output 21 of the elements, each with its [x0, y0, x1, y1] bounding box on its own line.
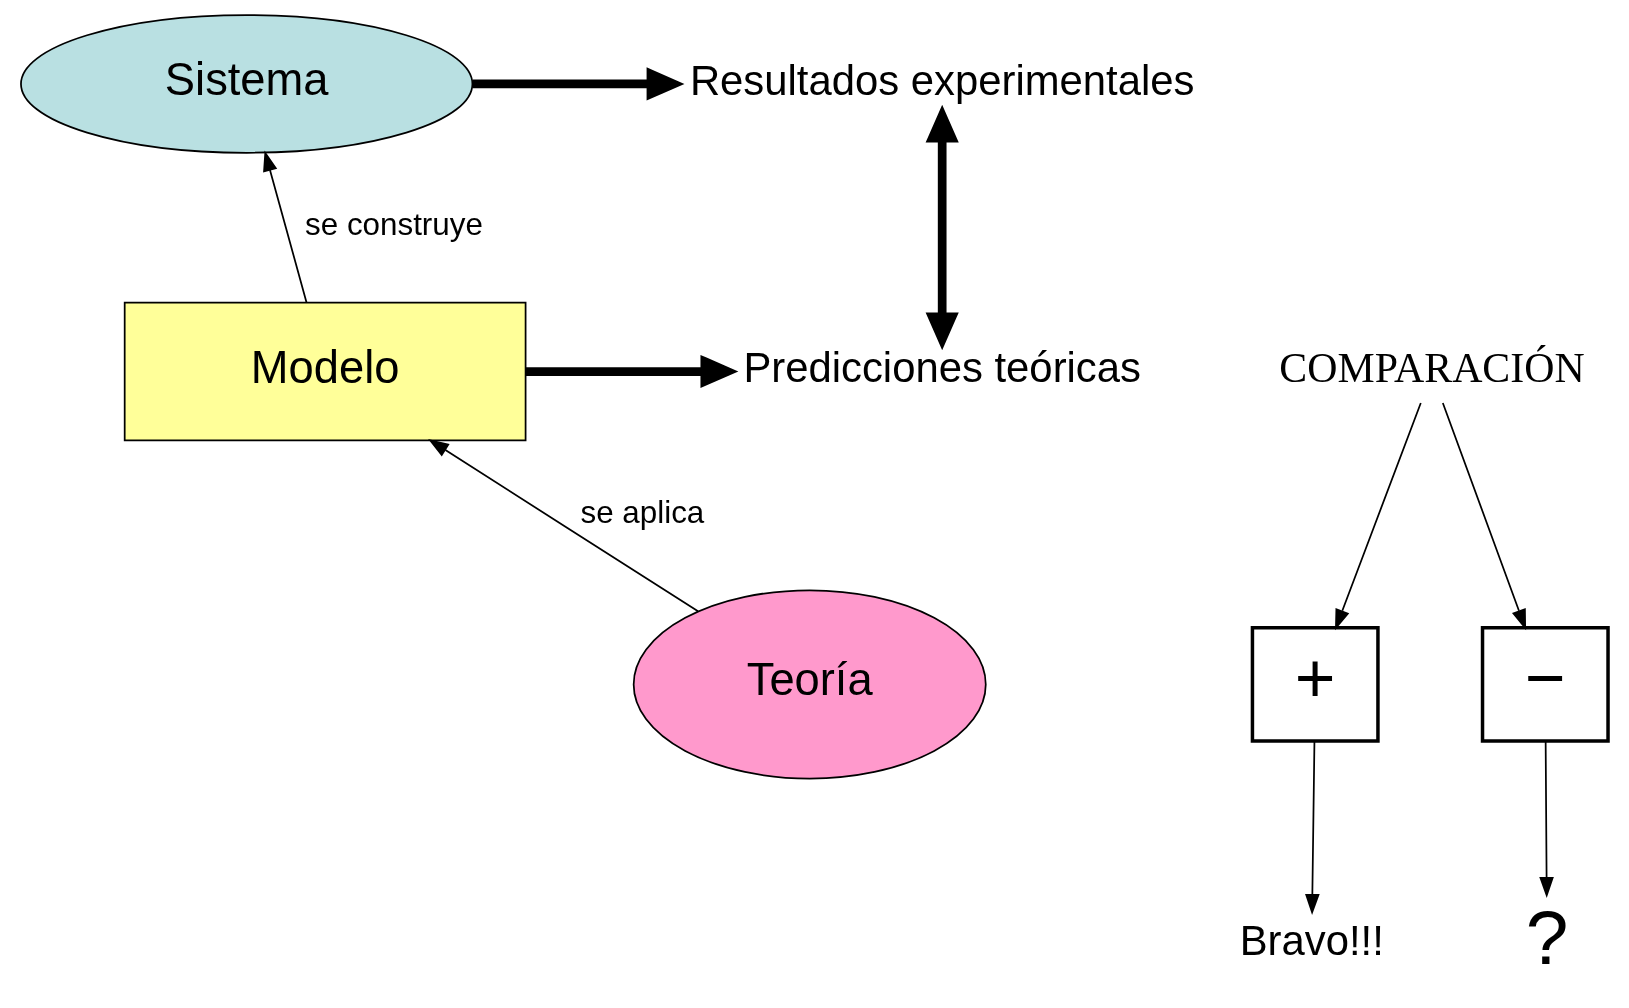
node-text: Predicciones teóricas — [743, 344, 1141, 392]
node-text: Resultados experimentales — [689, 56, 1195, 104]
node-text: Bravo!!! — [1239, 916, 1384, 964]
arrow — [1305, 740, 1320, 915]
node-box: − — [1480, 626, 1610, 743]
edge-label: se construye — [305, 207, 483, 243]
arrow — [925, 104, 959, 351]
arrow — [428, 439, 699, 613]
arrow — [472, 67, 685, 101]
node-box: + — [1250, 626, 1380, 743]
node-box: Modelo — [123, 301, 527, 442]
node-ellipse: Teoría — [632, 589, 987, 780]
edge-label: se aplica — [580, 495, 705, 530]
arrow — [525, 354, 739, 389]
node-ellipse: Sistema — [20, 14, 474, 154]
arrow — [1335, 402, 1422, 631]
arrow — [1441, 402, 1527, 631]
node-text: COMPARACIÓN — [1279, 345, 1585, 392]
node-text: ? — [1525, 894, 1569, 980]
arrow — [1539, 740, 1554, 898]
arrow — [263, 150, 308, 304]
